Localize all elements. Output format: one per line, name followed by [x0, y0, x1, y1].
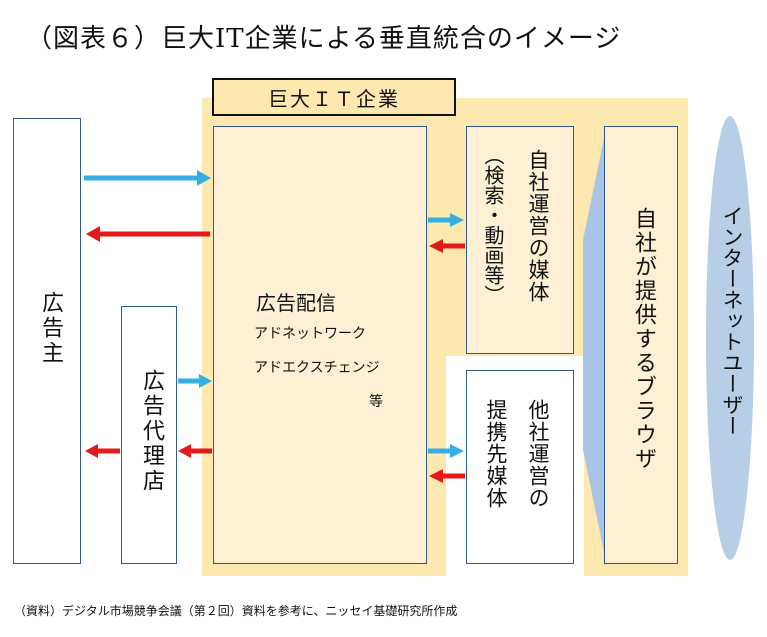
ad-delivery-box: 広告配信 アドネットワーク アドエクスチェンジ 等: [213, 126, 427, 564]
ad-delivery-etc: 等: [369, 394, 383, 410]
browser-box: 自社が提供するブラウザ: [604, 126, 678, 564]
ad-exchange-label: アドエクスチェンジ: [254, 360, 380, 376]
ad-delivery-heading: 広告配信: [256, 291, 336, 315]
diagram-title: （図表６）巨大IT企業による垂直統合のイメージ: [26, 24, 622, 54]
agency-box: 広告代理店: [121, 306, 177, 564]
partner-media-box: 他社運営の 提携先媒体: [466, 370, 574, 564]
arrow-advertiser-to-delivery-head: [197, 170, 211, 186]
partner-media-note: 提携先媒体: [484, 399, 508, 509]
partner-media-label: 他社運営の: [526, 399, 550, 509]
internet-user-label: インターネットユーザー: [720, 205, 744, 436]
big-it-group-label: 巨大ＩＴ企業: [212, 78, 456, 116]
agency-label: 広告代理店: [139, 369, 164, 494]
arrow-partner-media-to-delivery-head: [429, 469, 443, 483]
arrow-own-media-to-delivery-head: [429, 239, 443, 253]
own-media-box: 自社運営の媒体 （検索・動画等）: [466, 126, 574, 354]
arrow-delivery-to-agency-head: [178, 444, 191, 458]
arrow-agency-to-advertiser-head: [85, 444, 98, 458]
own-media-label: 自社運営の媒体: [526, 149, 550, 303]
browser-wedge: [583, 138, 604, 552]
arrow-agency-to-delivery-head: [199, 374, 212, 388]
arrow-delivery-to-partner-media-head: [450, 444, 464, 458]
own-media-note: （検索・動画等）: [481, 145, 505, 305]
browser-label: 自社が提供するブラウザ: [631, 207, 656, 471]
source-note: （資料）デジタル市場競争会議（第２回）資料を参考に、ニッセイ基礎研究所作成: [14, 604, 458, 618]
advertiser-box: 広告主: [13, 118, 81, 564]
internet-user-ellipse: [706, 116, 754, 560]
group-label-text: 巨大ＩＴ企業: [268, 86, 400, 111]
ad-network-label: アドネットワーク: [254, 326, 366, 342]
advertiser-label: 広告主: [38, 291, 63, 366]
arrow-delivery-to-own-media-head: [450, 213, 464, 227]
arrow-delivery-to-advertiser-head: [86, 226, 100, 242]
